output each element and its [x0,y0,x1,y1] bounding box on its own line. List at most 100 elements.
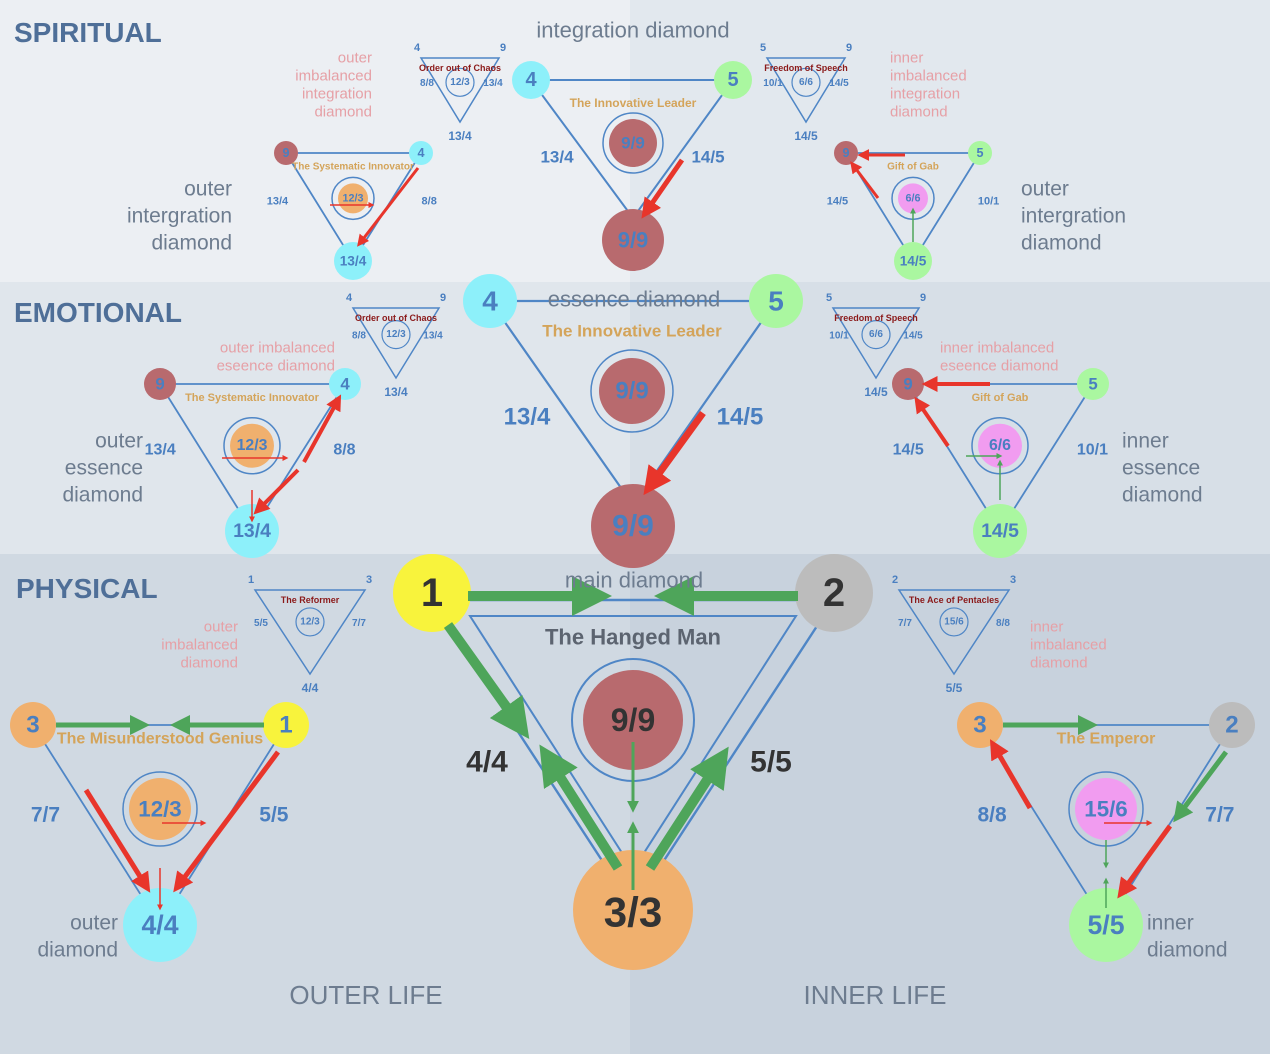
physical-outer-name: The Misunderstood Genius [57,731,263,748]
emotional-center-left-label: 4 [482,286,498,317]
emotional-outer-imb-right-side: 13/4 [423,331,443,342]
spiritual-outer-imb-label-2: integration [302,86,372,103]
physical-inner-imb-left-side: 7/7 [898,618,912,629]
spiritual-outer-right-node [409,141,433,165]
physical-inner-imb-name: The Ace of Pentacles [909,595,999,605]
physical-inner-imb-right-side: 8/8 [996,618,1010,629]
physical-center-left-side: 4/4 [466,746,508,779]
emotional-outer-right-side: 8/8 [333,442,355,459]
physical-outer-label-0: outer [70,912,118,935]
emotional-center-right-label: 5 [768,286,784,317]
physical-inner-imb-label-2: diamond [1030,655,1088,672]
emotional-center-right-node [749,274,803,328]
emotional-center-core-label: 9/9 [615,378,648,405]
physical-inner-bottom-label: 5/5 [1087,910,1124,940]
physical-inner-label-1: diamond [1147,939,1228,962]
spiritual-center-left-node [512,61,550,99]
physical-center-core-label: 9/9 [611,702,655,738]
spiritual-inner-imb-core-ring [791,67,821,97]
emotional-inner-imb-triangle [831,307,921,380]
spiritual-outer-imb-label-3: diamond [314,104,372,121]
emotional-title: essence diamond [548,287,720,312]
emotional-outer-left-node [144,368,176,400]
physical-outer-imb-label-2: diamond [180,655,238,672]
emotional-center-core-ring [590,349,674,433]
spiritual-inner-imb-bottom: 14/5 [794,129,818,143]
emotional-inner-imb-bottom: 14/5 [864,385,888,399]
physical-center-left-label: 1 [421,571,443,615]
spiritual-inner-imb-label-0: inner [890,50,923,67]
emotional-center-triangle [487,299,779,507]
spiritual-center-triangle [529,79,735,220]
physical-inner-imb-label-0: inner [1030,619,1063,636]
emotional-outer-core-label: 12/3 [237,437,268,454]
emotional-outer-red-arrow-up [302,394,342,463]
physical-outer-imb-right-side: 7/7 [352,618,366,629]
physical-inner-right-side: 7/7 [1205,804,1234,827]
physical-inner-right-label: 2 [1225,712,1238,739]
spiritual-outer-imb-triangle [419,57,501,124]
emotional-inner-name: Gift of Gab [972,392,1029,404]
physical-outer-label-1: diamond [37,939,118,962]
spiritual-inner-right-node [968,141,992,165]
physical-inner-label-0: inner [1147,912,1194,935]
spiritual-outer-label-1: intergration [127,205,232,228]
spiritual-outer-core-ring [331,176,375,221]
physical-center-green-arrow-up-left [539,744,623,871]
emotional-outer-imb-left-node: 4 [346,292,353,304]
spiritual-inner-imb-name: Freedom of Speech [764,63,848,73]
emotional-inner-right-node [1077,368,1109,400]
emotional-outer-imb-triangle [351,307,441,380]
emotional-center-left-node [463,274,517,328]
spiritual-outer-imb-core-ring [445,67,475,97]
spiritual-title: integration diamond [536,18,729,43]
emotional-center-name: The Innovative Leader [542,322,722,341]
physical-center-right-node [795,554,873,632]
emotional-outer-bottom-label: 13/4 [233,520,271,542]
spiritual-outer-left-node [274,141,298,165]
emotional-inner-imb-name: Freedom of Speech [834,313,918,323]
spiritual-center-right-side: 14/5 [691,148,724,167]
spiritual-inner-bottom-label: 14/5 [900,254,927,269]
spiritual-outer-imb-name: Order out of Chaos [419,63,501,73]
emotional-inner-imb-right-node: 9 [920,292,926,304]
spiritual-outer-imb-right-side: 13/4 [483,78,503,89]
emotional-center-core-circle [599,358,665,424]
physical-center-triangle-inner [468,615,798,872]
physical-center-right-side: 5/5 [750,746,792,779]
spiritual-center-red-arrow [641,158,685,219]
emotional-outer-red-arrow-down [253,468,300,515]
emotional-outer-imb-left-side: 8/8 [352,331,366,342]
emotional-outer-core-circle [230,423,274,468]
arrows-layer [56,149,1228,911]
physical-center-bottom-node [573,850,693,970]
spiritual-inner-imb-right-node: 9 [846,42,852,54]
physical-outer-imb-left-side: 5/5 [254,618,268,629]
physical-outer-left-node [10,702,56,748]
emotional-inner-right-label: 5 [1088,375,1097,394]
physical-outer-right-label: 1 [279,712,292,739]
spiritual-inner-imb-left-node: 5 [760,42,766,54]
emotional-outer-label-0: outer [95,430,143,453]
physical-inner-red-arrow-down [1117,824,1173,899]
spiritual-inner-label-1: intergration [1021,205,1126,228]
emotional-inner-imb-left-node: 5 [826,292,832,304]
emotional-inner-imb-left-side: 10/1 [829,331,849,342]
physical-outer-core-label: 12/3 [138,797,181,822]
emotional-inner-imb-label-1: eseence diamond [940,358,1058,375]
physical-outer-imb-triangle [253,589,367,676]
emotional-center-right-side: 14/5 [717,404,764,431]
emotional-inner-triangle [906,383,1095,533]
spiritual-inner-label-2: diamond [1021,232,1102,255]
physical-inner-imb-right-node: 3 [1010,574,1016,586]
emotional-center-bottom-node [591,484,675,568]
physical-center-green-arrow-up-right [645,746,729,871]
emotional-outer-imb-label-1: eseence diamond [217,358,335,375]
spiritual-center-core-ring [602,112,664,174]
spiritual-inner-core-circle [898,183,928,214]
emotional-outer-right-node [329,368,361,400]
physical-outer-imb-right-node: 3 [366,574,372,586]
physical-inner-name: The Emperor [1057,731,1156,748]
